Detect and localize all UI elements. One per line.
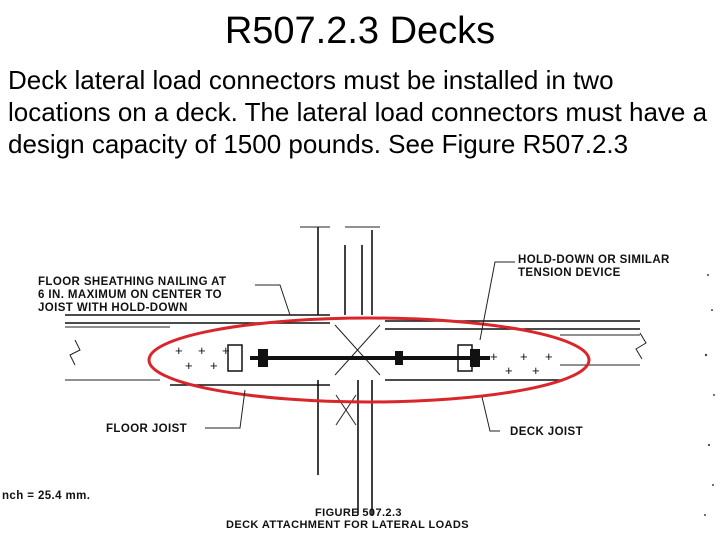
- svg-text:+: +: [175, 343, 183, 358]
- figure-number: FIGURE 507.2.3: [315, 507, 402, 519]
- deck-attachment-figure: +++ ++ +++ ++ FLOOR SHEATHING NAILING AT…: [2, 226, 715, 531]
- scan-edge-noise: [704, 274, 715, 516]
- svg-text:+: +: [505, 363, 513, 378]
- holddown-label-line1: HOLD-DOWN OR SIMILAR: [518, 254, 670, 266]
- svg-text:+: +: [532, 363, 540, 378]
- svg-text:+: +: [198, 343, 206, 358]
- svg-text:+: +: [490, 349, 498, 364]
- figure-caption: DECK ATTACHMENT FOR LATERAL LOADS: [226, 519, 469, 531]
- floor-joist-label: FLOOR JOIST: [106, 423, 187, 435]
- highlight-ellipse: [147, 316, 591, 404]
- sheathing-label-line1: FLOOR SHEATHING NAILING AT: [38, 276, 226, 288]
- deck-joist-label: DECK JOIST: [510, 426, 583, 438]
- leader-lines: [205, 261, 515, 432]
- floor-structure: [65, 314, 647, 426]
- sheathing-label-line3: JOIST WITH HOLD-DOWN: [38, 302, 188, 314]
- svg-text:+: +: [545, 349, 553, 364]
- svg-text:+: +: [185, 358, 193, 373]
- wall-column: [300, 226, 380, 515]
- tension-rod: [227, 344, 490, 372]
- sheathing-label-line2: 6 IN. MAXIMUM ON CENTER TO: [38, 289, 222, 301]
- unit-conversion-note: nch = 25.4 mm.: [2, 490, 90, 502]
- svg-text:+: +: [520, 349, 528, 364]
- holddown-label-line2: TENSION DEVICE: [518, 267, 621, 279]
- slide-title: R507.2.3 Decks: [224, 10, 496, 52]
- svg-text:+: +: [210, 358, 218, 373]
- svg-text:+: +: [222, 343, 230, 358]
- body-paragraph: Deck lateral load connectors must be ins…: [8, 65, 708, 159]
- nailing-pattern: +++ ++ +++ ++: [175, 343, 553, 378]
